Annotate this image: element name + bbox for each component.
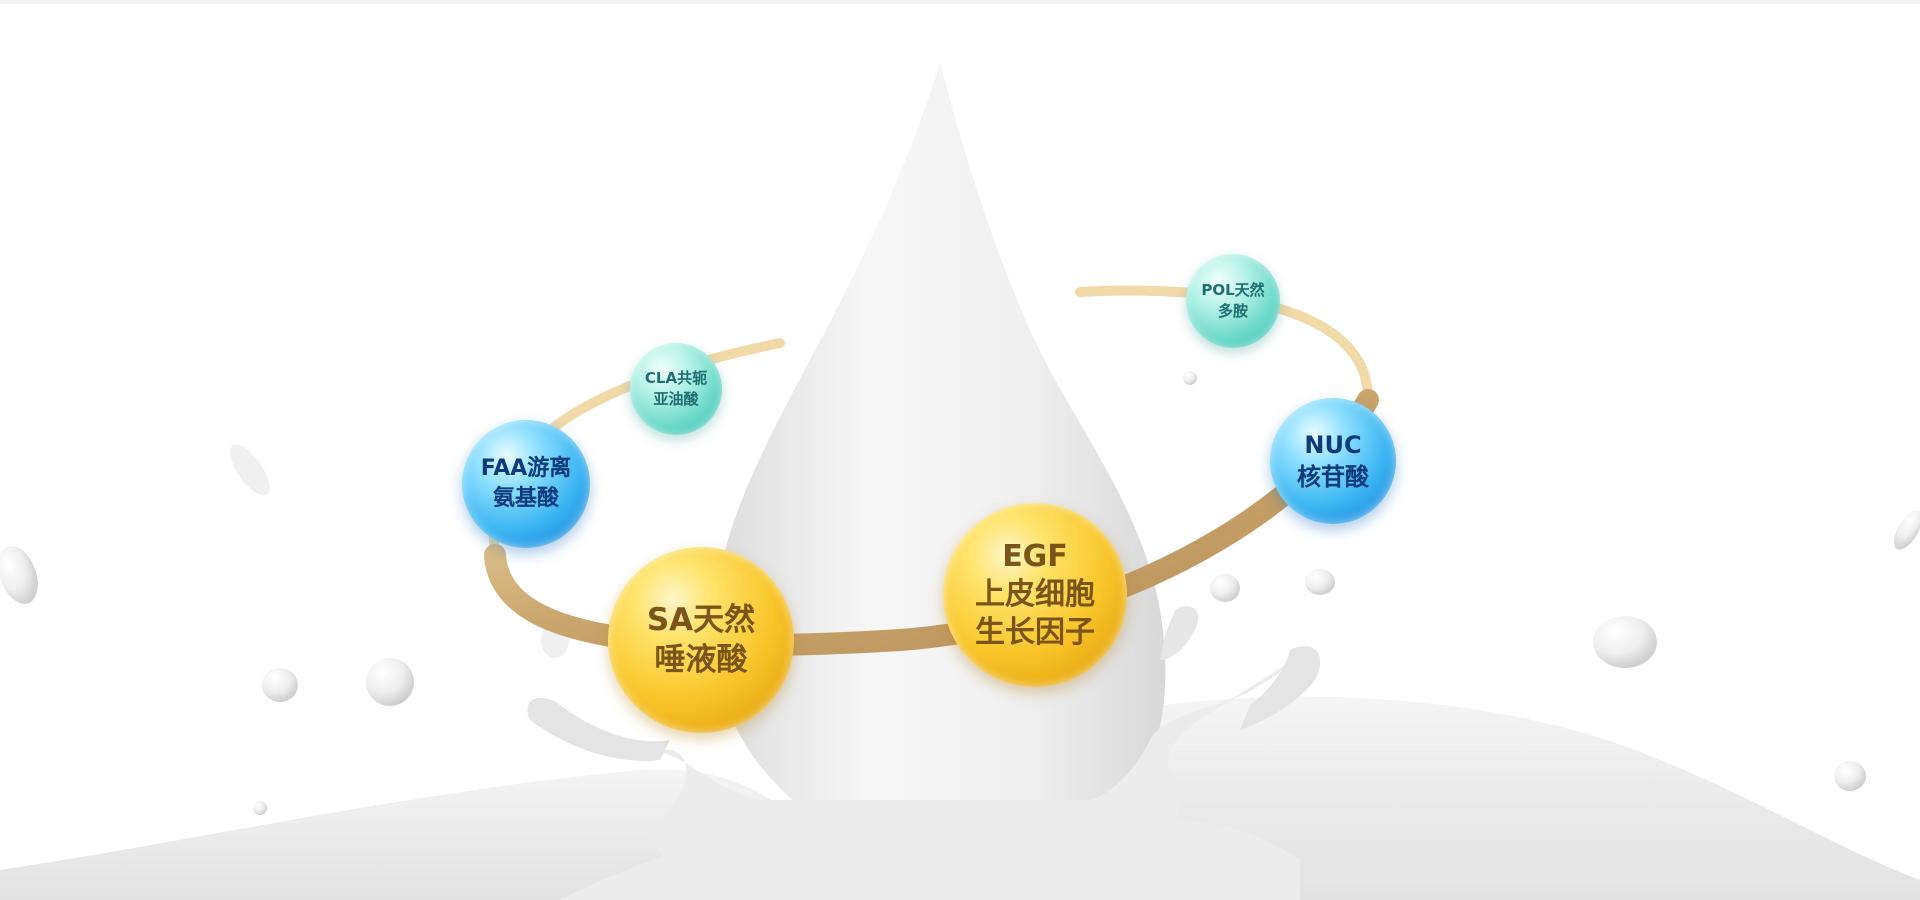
milk-drop (714, 62, 1166, 860)
ring-front-arc (484, 389, 1379, 657)
faa-label-line1: FAA游离 (480, 456, 572, 481)
pol-bubble: POL天然 多胺 (1186, 254, 1280, 348)
cla-label-line1: CLA共轭 (644, 369, 708, 387)
egf-bubble: EGF 上皮细胞 生长因子 (943, 503, 1127, 687)
egf-label-line2: 上皮细胞 (975, 577, 1095, 612)
faa-bubble: FAA游离 氨基酸 (462, 420, 590, 548)
milk-wave-right (1080, 696, 1920, 900)
egf-label-line3: 生长因子 (975, 615, 1095, 650)
milk-wave-left (0, 769, 800, 900)
egf-label-line1: EGF (1002, 539, 1068, 574)
sa-label-line1: SA天然 (646, 602, 756, 638)
cla-label-line2: 亚油酸 (653, 390, 699, 408)
sa-bubble: SA天然 唾液酸 (608, 547, 794, 733)
nuc-label-line1: NUC (1304, 431, 1362, 459)
nuc-bubble: NUC 核苷酸 (1270, 398, 1396, 524)
pol-label-line1: POL天然 (1201, 281, 1265, 299)
milk-splash-crown (540, 640, 1310, 883)
nuc-label-line2: 核苷酸 (1297, 463, 1369, 491)
pol-label-line2: 多胺 (1217, 302, 1248, 320)
cla-bubble: CLA共轭 亚油酸 (630, 343, 722, 435)
sa-label-line2: 唾液酸 (654, 642, 748, 678)
faa-label-line2: 氨基酸 (492, 486, 559, 511)
